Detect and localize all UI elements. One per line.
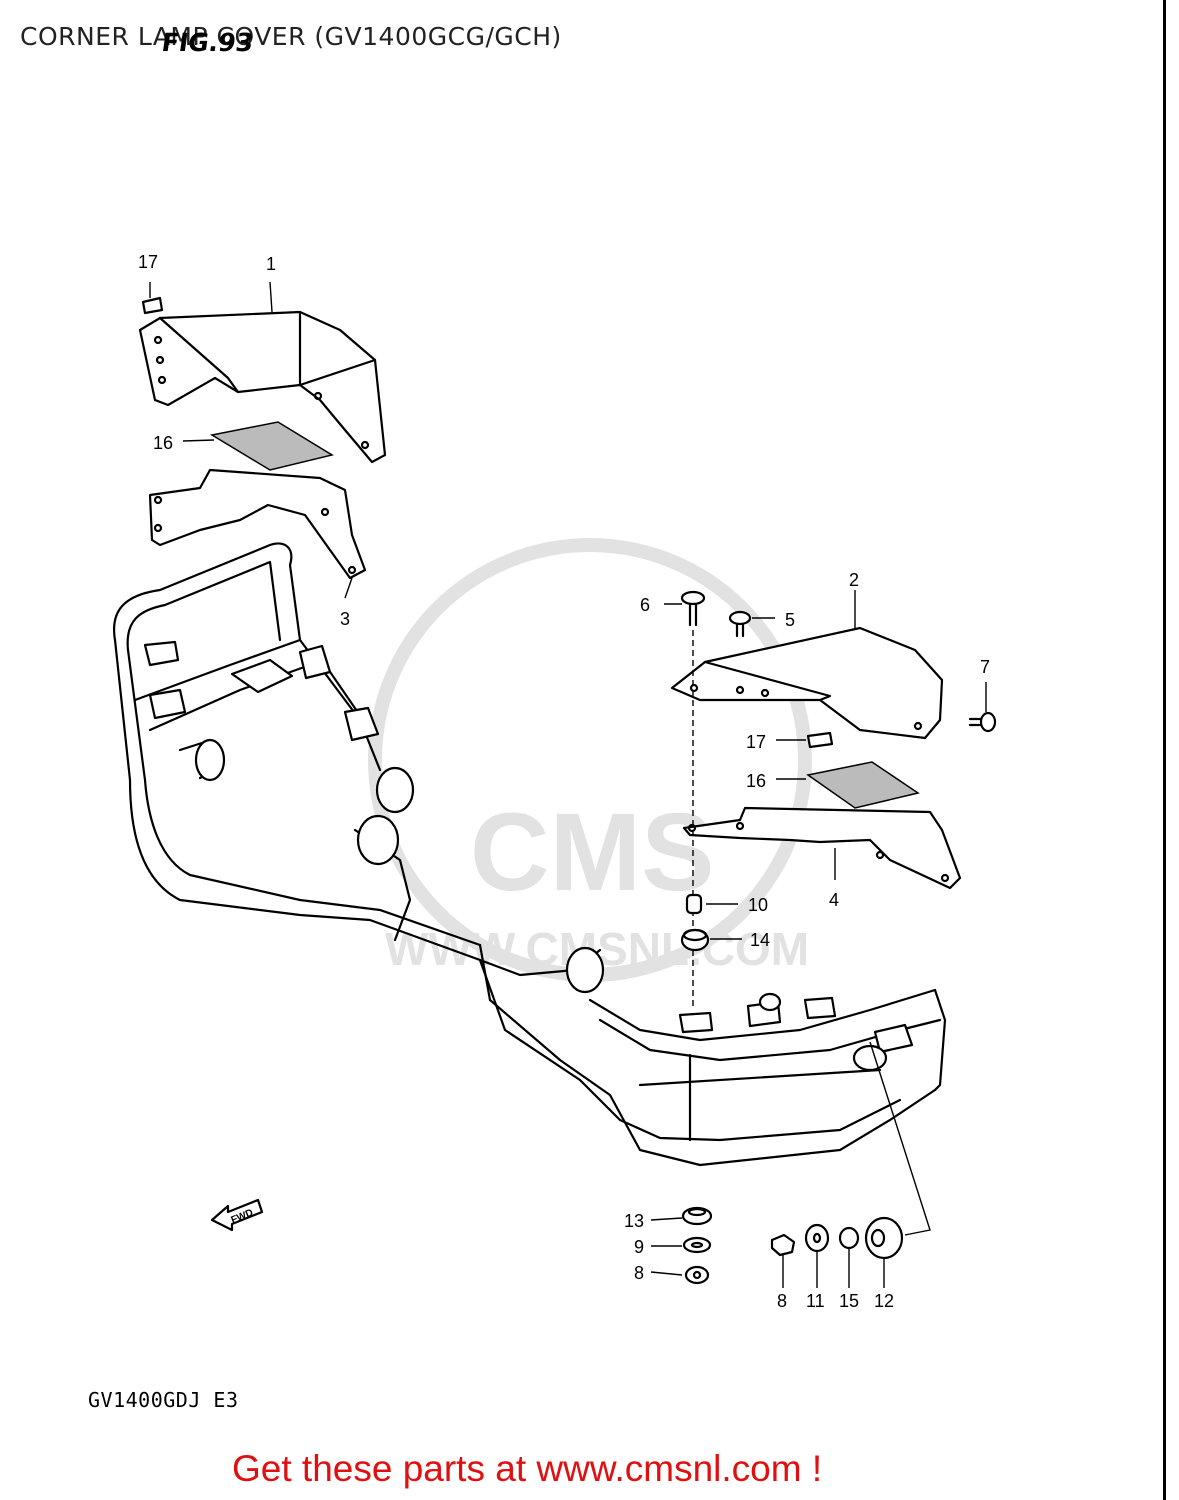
label-part-12: 12: [874, 1291, 894, 1311]
part-6-screw: [680, 590, 706, 627]
label-part-16-right: 16: [746, 771, 766, 791]
part-17-right-cushion: [806, 731, 834, 749]
leader-lines: [149, 281, 987, 1288]
part-7-screw: [968, 711, 997, 733]
model-code: GV1400GDJ E3: [88, 1388, 239, 1412]
part-1-left-cover: [138, 310, 387, 464]
label-part-8-left: 8: [634, 1263, 644, 1283]
label-part-8-right: 8: [777, 1291, 787, 1311]
part-3-left-bracket: [148, 468, 367, 580]
engine-guard-frame: [113, 542, 947, 1167]
label-part-13: 13: [624, 1211, 644, 1231]
label-part-4: 4: [829, 890, 839, 910]
label-part-3: 3: [340, 609, 350, 629]
watermark-brand: CMS: [470, 791, 714, 914]
label-part-10: 10: [748, 895, 768, 915]
label-part-7: 7: [980, 657, 990, 677]
part-16-top-pad: [209, 421, 334, 471]
part-4-right-bracket: [682, 806, 962, 890]
forward-arrow-icon: FWD: [210, 1198, 264, 1232]
label-part-6: 6: [640, 595, 650, 615]
label-part-17-right: 17: [746, 732, 766, 752]
cta-link-text[interactable]: Get these parts at www.cmsnl.com !: [232, 1448, 823, 1489]
page-title: CORNER LAMP COVER (GV1400GCG/GCH): [20, 22, 562, 51]
part-12-grommet: [864, 1216, 904, 1260]
label-part-15: 15: [839, 1291, 859, 1311]
part-8-nut-right: [770, 1233, 796, 1257]
part-13-cushion: [681, 1206, 713, 1226]
part-14-cushion: [680, 928, 710, 952]
part-9-washer: [682, 1236, 712, 1254]
part-2-right-cover: [670, 626, 944, 740]
cms-watermark: CMS WWW.CMSNL.COM: [368, 538, 812, 982]
label-part-16-top: 16: [153, 433, 173, 453]
part-15-collar: [838, 1226, 860, 1250]
part-5-screw: [728, 610, 752, 638]
label-part-5: 5: [785, 610, 795, 630]
label-part-14: 14: [750, 930, 770, 950]
part-16-right-pad: [806, 761, 920, 809]
part-number-labels: 17 1 16 3 2 6 5 7 17 16 4 10 14 13 9 8 8…: [138, 252, 990, 1311]
label-part-9: 9: [634, 1237, 644, 1257]
part-17-top-cushion: [141, 296, 164, 315]
label-part-17-top: 17: [138, 252, 158, 272]
label-part-1: 1: [266, 254, 276, 274]
label-part-2: 2: [849, 570, 859, 590]
page-edge-border: [1163, 0, 1166, 1500]
part-8-nut: [684, 1265, 710, 1285]
part-11-washer: [804, 1223, 830, 1253]
label-part-11: 11: [806, 1291, 825, 1311]
part-10-collar: [685, 893, 703, 915]
